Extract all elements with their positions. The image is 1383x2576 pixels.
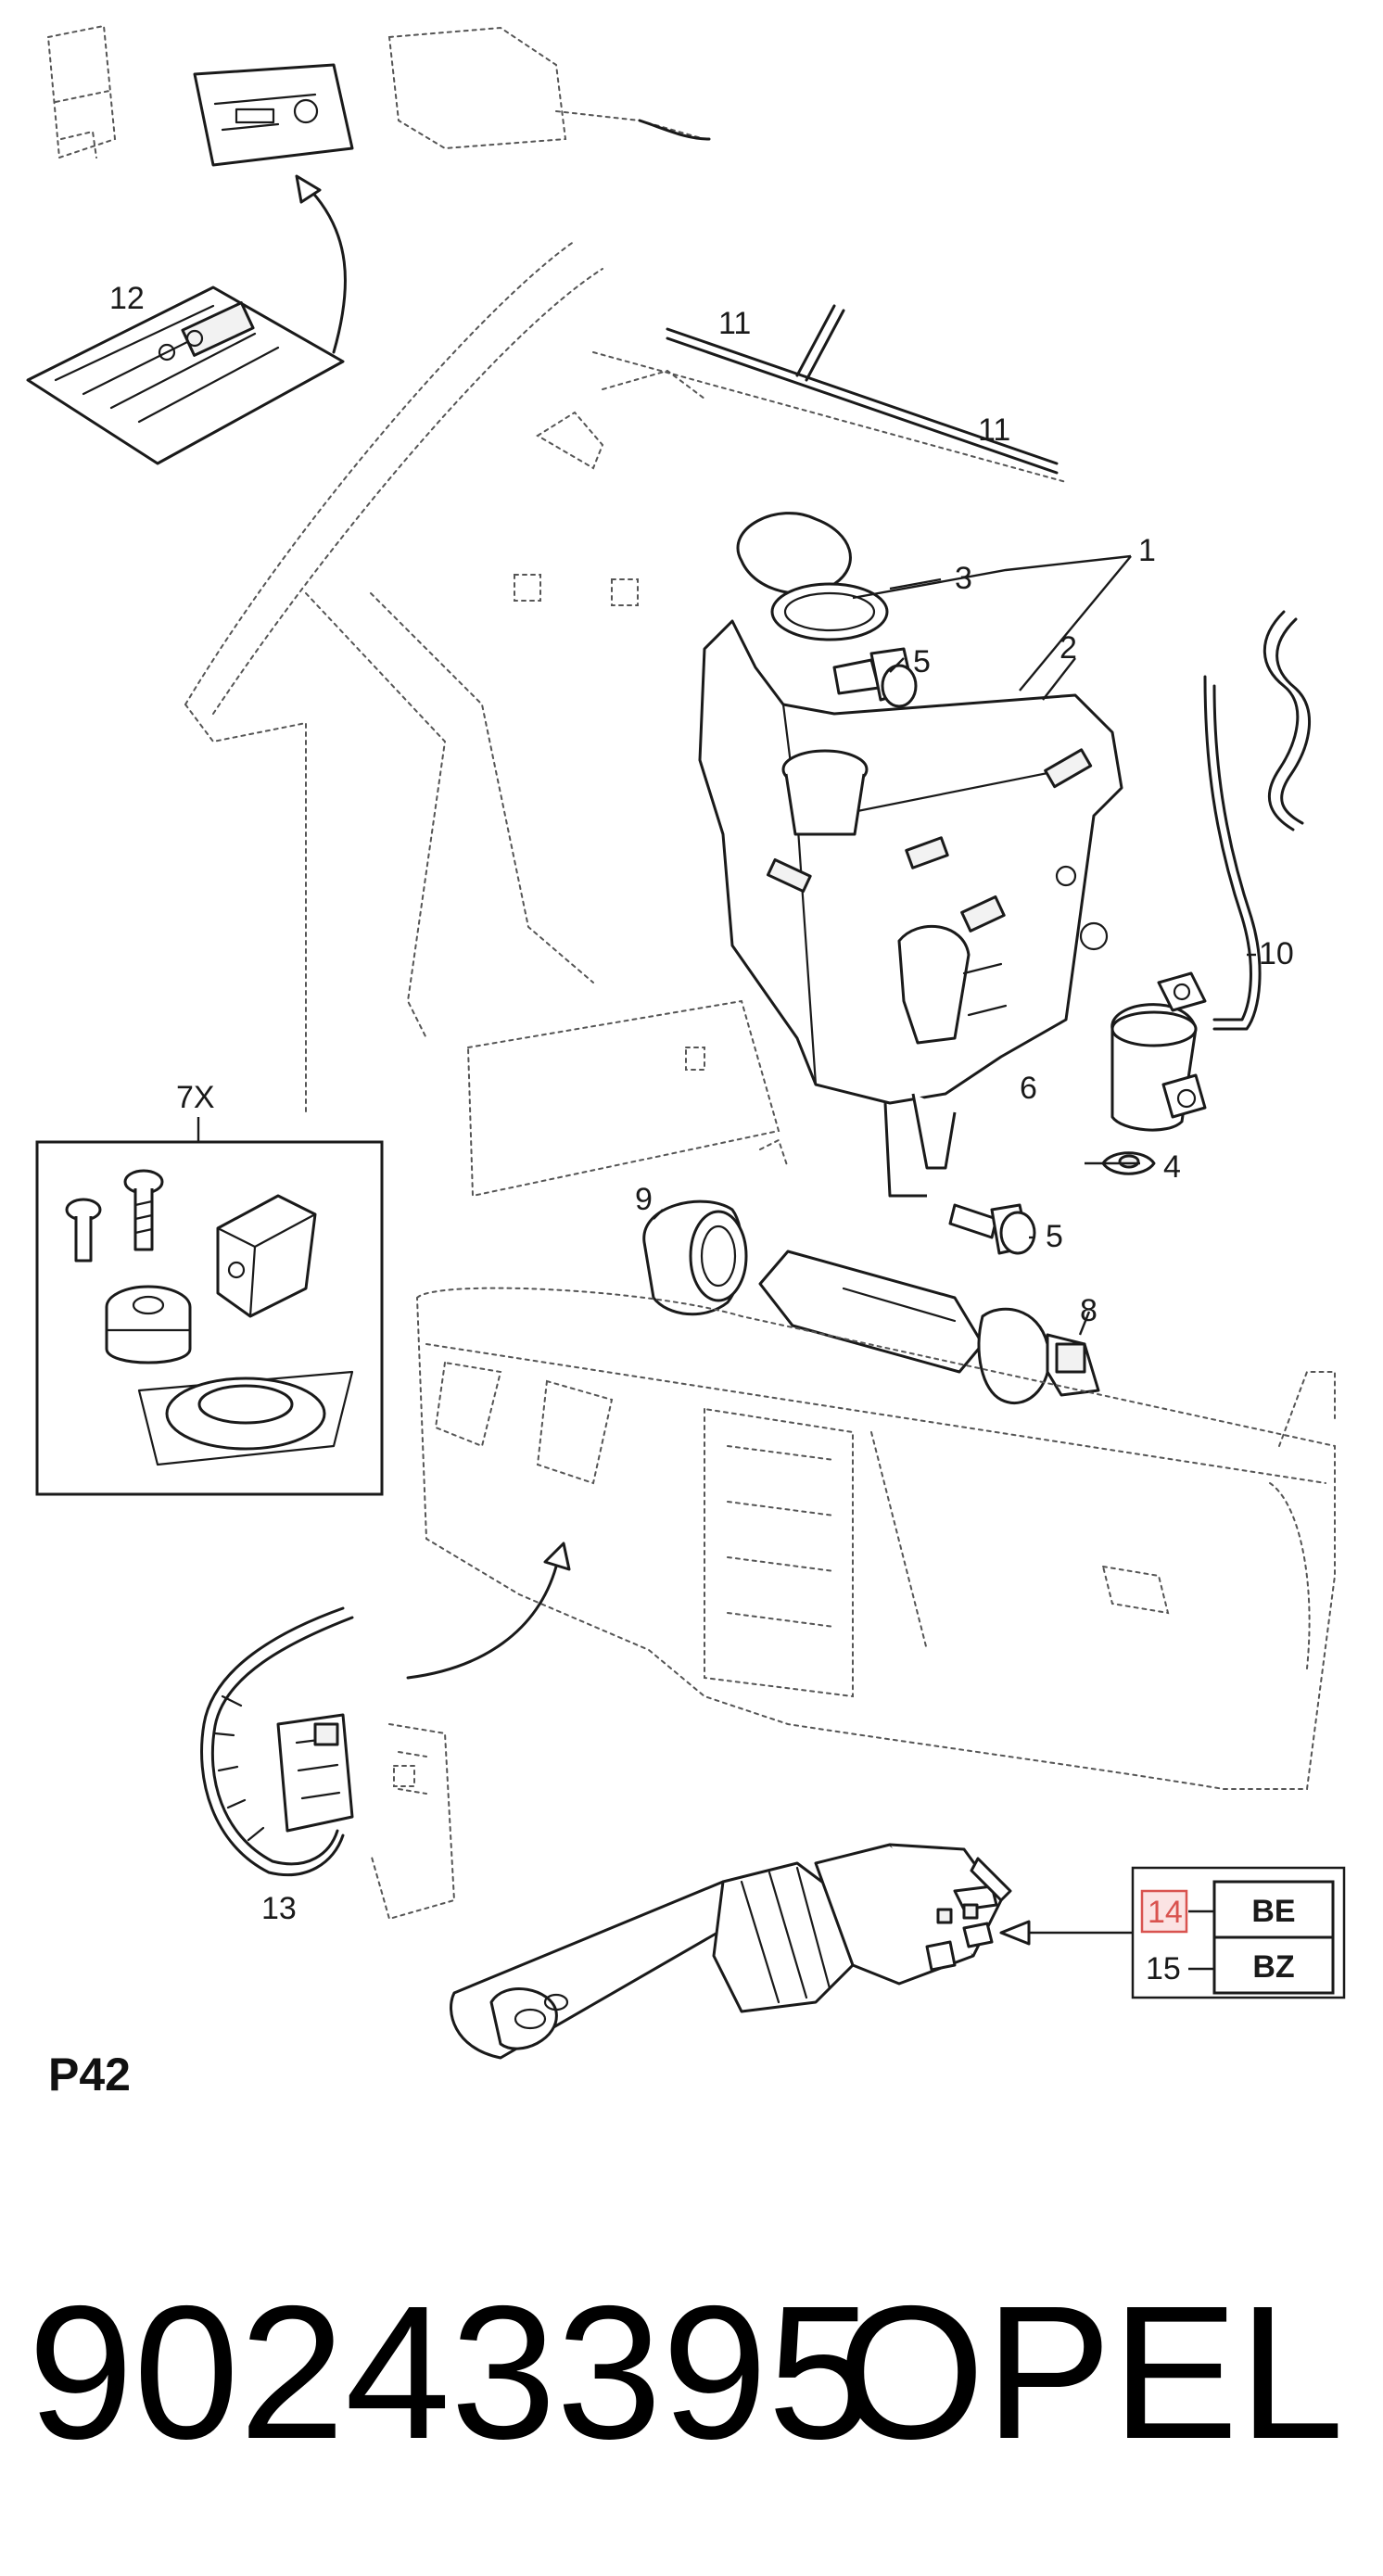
code-bz: BZ: [1252, 1949, 1294, 1985]
top-control-module: [193, 63, 354, 167]
screw-small: [65, 1198, 102, 1263]
grommet-nut: [105, 1285, 192, 1364]
callout-11-upper: 11: [718, 306, 751, 341]
variant-code-panel: 14 15 BE BZ: [1131, 1866, 1346, 1999]
highlight-box-14: [1140, 1889, 1188, 1934]
body-outline: [184, 240, 1067, 1198]
callout-3: 3: [955, 561, 972, 596]
washer-hose-item-10: [1203, 610, 1312, 1031]
bracket-clip: [216, 1194, 317, 1318]
code-box-bz: [1212, 1935, 1335, 1995]
arrow-head: [295, 174, 322, 204]
wiper-stalk-switch: [450, 1843, 1012, 2060]
top-connector-block: [46, 24, 117, 159]
pcb-board-item-12: [26, 286, 345, 465]
callout-6: 6: [1020, 1071, 1037, 1106]
callout-11-lower: 11: [978, 412, 1010, 448]
part-number: 90243395: [28, 2266, 873, 2479]
bolt-item-5-upper: [832, 647, 918, 708]
callout-leaders: [653, 554, 1256, 1336]
arrow-head: [543, 1542, 571, 1571]
callout-14: 14: [1148, 1895, 1183, 1930]
arrow-head: [999, 1920, 1031, 1946]
code-box-be: [1212, 1880, 1335, 1939]
callout-13: 13: [261, 1891, 297, 1926]
arrow-12-to-module: [304, 184, 347, 354]
washer-reservoir-item-2: [698, 619, 1123, 1198]
rubber-boot-item-9: [642, 1199, 748, 1316]
callout-4: 4: [1163, 1149, 1181, 1185]
callout-5-upper: 5: [913, 644, 931, 679]
top-wiring-loom: [387, 26, 711, 150]
bolt-item-5-lower: [948, 1203, 1036, 1255]
page-reference: P42: [48, 2049, 131, 2100]
dashboard-outline: [415, 1287, 1336, 1790]
callout-5-lower: 5: [1046, 1219, 1063, 1254]
filler-cap-seal-item-3: [736, 512, 889, 641]
washer-pump-item-6: [1110, 971, 1207, 1132]
wiper-strip-item-11: [666, 304, 1059, 475]
callout-12: 12: [109, 281, 145, 316]
brand-name: OPEL: [837, 2266, 1344, 2479]
callout-15: 15: [1146, 1951, 1181, 1986]
callout-10: 10: [1259, 936, 1294, 971]
wiring-harness-item-13: [200, 1606, 456, 1921]
callout-8: 8: [1080, 1293, 1098, 1328]
callout-7x: 7X: [176, 1080, 215, 1115]
screw-torx: [123, 1169, 164, 1251]
sealing-ring: [137, 1370, 354, 1466]
inset-box-7x: [35, 1117, 384, 1496]
level-sensor-item-8: [758, 1250, 1100, 1404]
callout-2: 2: [1059, 630, 1077, 666]
callout-1: 1: [1138, 533, 1156, 568]
callout-9: 9: [635, 1182, 653, 1217]
arrow-13-to-dashboard: [406, 1565, 558, 1680]
code-be: BE: [1251, 1894, 1295, 1929]
